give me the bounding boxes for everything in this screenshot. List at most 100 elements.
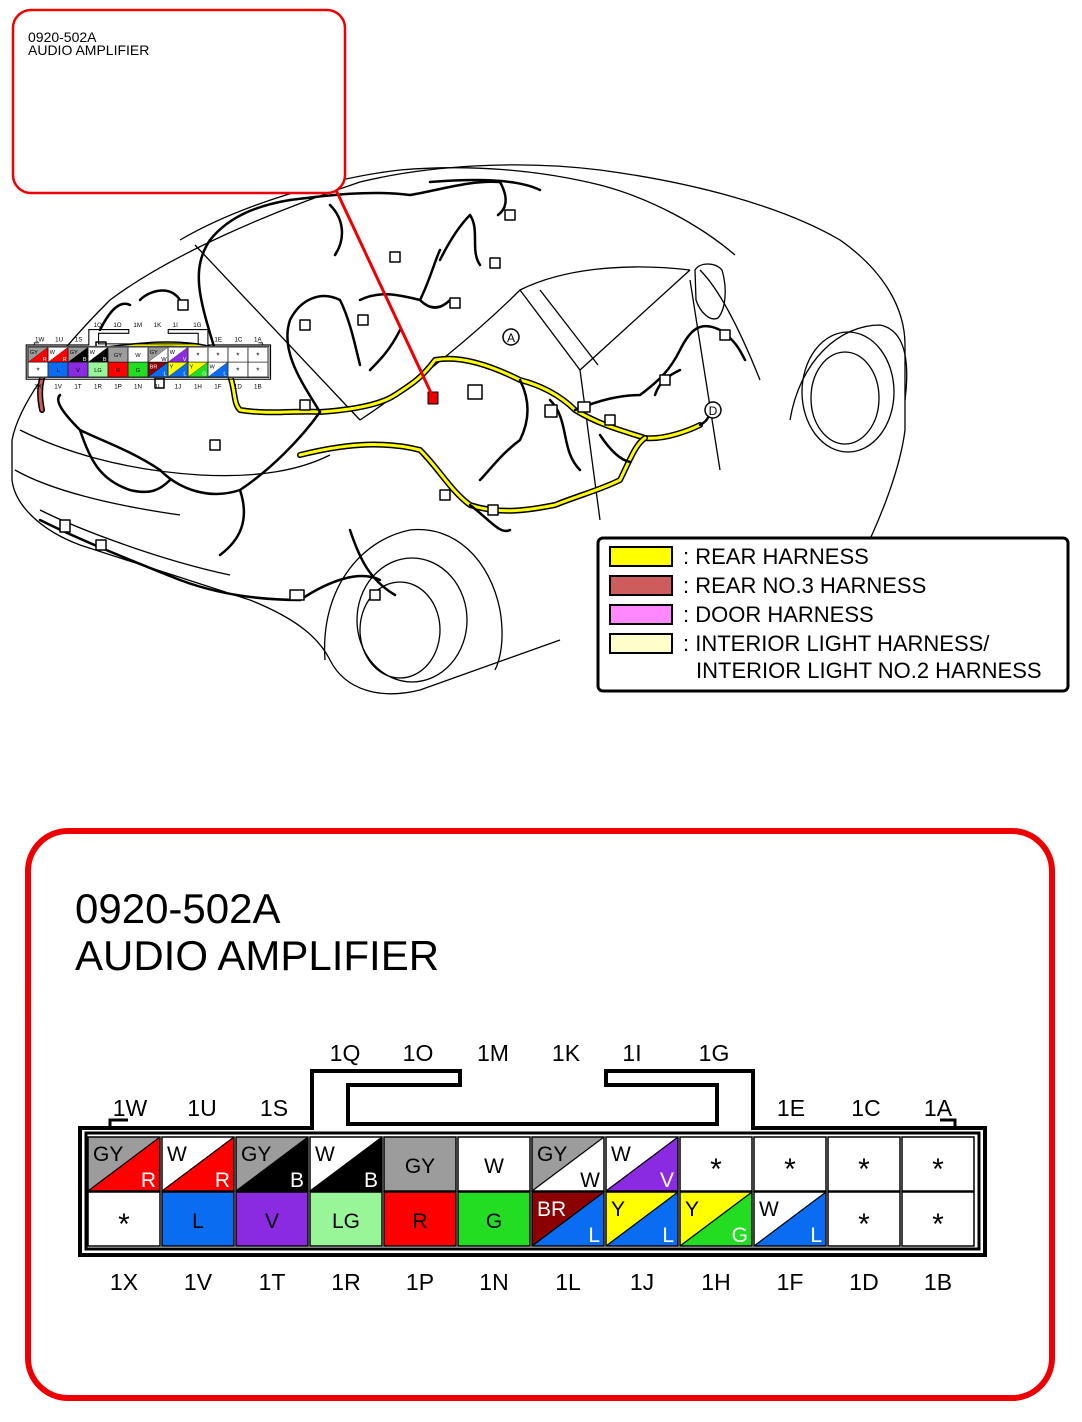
svg-text:Y: Y: [190, 365, 194, 371]
callout-title: AUDIO AMPLIFIER: [28, 42, 149, 58]
small-pin-1w: GYR: [28, 347, 49, 363]
pin-1a: *: [901, 1136, 975, 1192]
label-top-lock: 1K: [552, 1040, 581, 1066]
callout-code: 0920-502A: [28, 29, 97, 45]
svg-text:G: G: [732, 1224, 748, 1247]
small-label-top-row: 1S: [75, 337, 83, 344]
svg-text:*: *: [216, 352, 220, 361]
svg-text:V: V: [183, 357, 187, 363]
pin-1c: *: [827, 1136, 901, 1192]
svg-text:R: R: [43, 357, 47, 363]
small-pin-1m: W: [128, 347, 148, 363]
small-label-top-row: 1E: [214, 337, 222, 344]
label-top-row: 1U: [187, 1095, 216, 1121]
svg-text:L: L: [223, 372, 226, 378]
small-pin-1u: WR: [48, 347, 68, 363]
small-label-bottom: 1H: [194, 384, 202, 391]
small-pin-1c: *: [227, 347, 248, 363]
svg-text:Y: Y: [170, 365, 174, 371]
svg-text:A: A: [507, 331, 515, 345]
svg-text:*: *: [858, 1208, 870, 1241]
svg-text:G: G: [202, 372, 206, 378]
svg-text:*: *: [236, 352, 240, 361]
small-pin-1r: LG: [88, 362, 108, 378]
small-label-bottom: 1D: [234, 384, 242, 391]
pin-1b: *: [901, 1191, 975, 1247]
label-bottom: 1B: [924, 1269, 952, 1295]
svg-text:V: V: [660, 1169, 674, 1192]
small-label-bottom: 1J: [175, 384, 182, 391]
pin-1g: *: [679, 1136, 753, 1192]
svg-text:BR: BR: [150, 365, 158, 371]
small-label-bottom: 1V: [54, 384, 62, 391]
svg-text:B: B: [83, 357, 87, 363]
pin-1n: G: [457, 1191, 531, 1247]
label-top-lock: 1O: [403, 1040, 434, 1066]
pin-1v: L: [161, 1191, 235, 1247]
small-pin-1a: *: [247, 347, 268, 363]
audio-amplifier-connector-location: [427, 391, 439, 405]
small-pin-1x: *: [28, 362, 49, 378]
pin-1l: BRL: [531, 1191, 605, 1247]
small-pin-1n: G: [128, 362, 148, 378]
svg-text:LG: LG: [94, 368, 102, 374]
label-bottom: 1T: [259, 1269, 286, 1295]
svg-text:GY: GY: [405, 1155, 435, 1178]
small-pin-1i: WV: [168, 347, 188, 363]
small-label-top-lock: 1Q: [94, 322, 102, 329]
legend-swatch: [609, 633, 673, 654]
label-bottom: 1F: [777, 1269, 804, 1295]
pin-1q: WB: [309, 1136, 383, 1192]
svg-text:BR: BR: [537, 1198, 566, 1221]
svg-text:L: L: [183, 372, 186, 378]
svg-text:W: W: [484, 1155, 504, 1178]
svg-text:L: L: [192, 1210, 204, 1233]
svg-text:W: W: [135, 353, 141, 359]
pin-1h: YG: [679, 1191, 753, 1247]
label-top-lock: 1G: [699, 1040, 730, 1066]
label-top-row: 1E: [777, 1095, 805, 1121]
small-label-bottom: 1F: [214, 384, 221, 391]
svg-text:L: L: [810, 1224, 822, 1247]
legend-label: : REAR HARNESS: [683, 544, 869, 569]
svg-text:*: *: [236, 367, 240, 376]
svg-text:Y: Y: [685, 1198, 699, 1221]
small-label-bottom: 1B: [254, 384, 262, 391]
label-bottom: 1L: [555, 1269, 581, 1295]
small-pin-1q: WB: [88, 347, 108, 363]
small-pin-1o: GY: [108, 347, 128, 363]
legend-label: : INTERIOR LIGHT HARNESS/: [683, 631, 990, 656]
svg-text:GY: GY: [241, 1143, 271, 1166]
pin-1e: *: [753, 1136, 827, 1192]
pin-1x: *: [87, 1191, 161, 1247]
legend-swatch: [609, 546, 673, 567]
small-pin-1b: *: [247, 362, 268, 378]
small-label-bottom: 1R: [94, 384, 102, 391]
svg-text:W: W: [167, 1143, 187, 1166]
small-label-top-row: 1U: [55, 337, 63, 344]
small-pin-1e: *: [207, 347, 228, 363]
small-label-top-lock: 1M: [133, 322, 142, 329]
connector-name: AUDIO AMPLIFIER: [75, 932, 439, 979]
svg-text:L: L: [163, 372, 166, 378]
pin-1r: LG: [309, 1191, 383, 1247]
svg-text:*: *: [37, 367, 41, 376]
svg-text:GY: GY: [537, 1143, 567, 1166]
svg-text:*: *: [256, 367, 260, 376]
svg-text:V: V: [265, 1210, 279, 1233]
svg-text:B: B: [103, 357, 107, 363]
svg-text:L: L: [662, 1224, 674, 1247]
label-top-lock: 1M: [477, 1040, 509, 1066]
svg-text:R: R: [63, 357, 67, 363]
marker-a: A: [502, 328, 520, 346]
label-top-lock: 1Q: [330, 1040, 361, 1066]
pin-1o: GY: [383, 1136, 457, 1192]
harness-legend: : REAR HARNESS: REAR NO.3 HARNESS: DOOR …: [596, 536, 1070, 693]
small-pin-1v: L: [48, 362, 68, 378]
legend-continuation: INTERIOR LIGHT NO.2 HARNESS: [696, 658, 1042, 683]
small-label-top-row: 1C: [234, 337, 242, 344]
label-bottom: 1J: [630, 1269, 654, 1295]
svg-text:W: W: [210, 365, 216, 371]
